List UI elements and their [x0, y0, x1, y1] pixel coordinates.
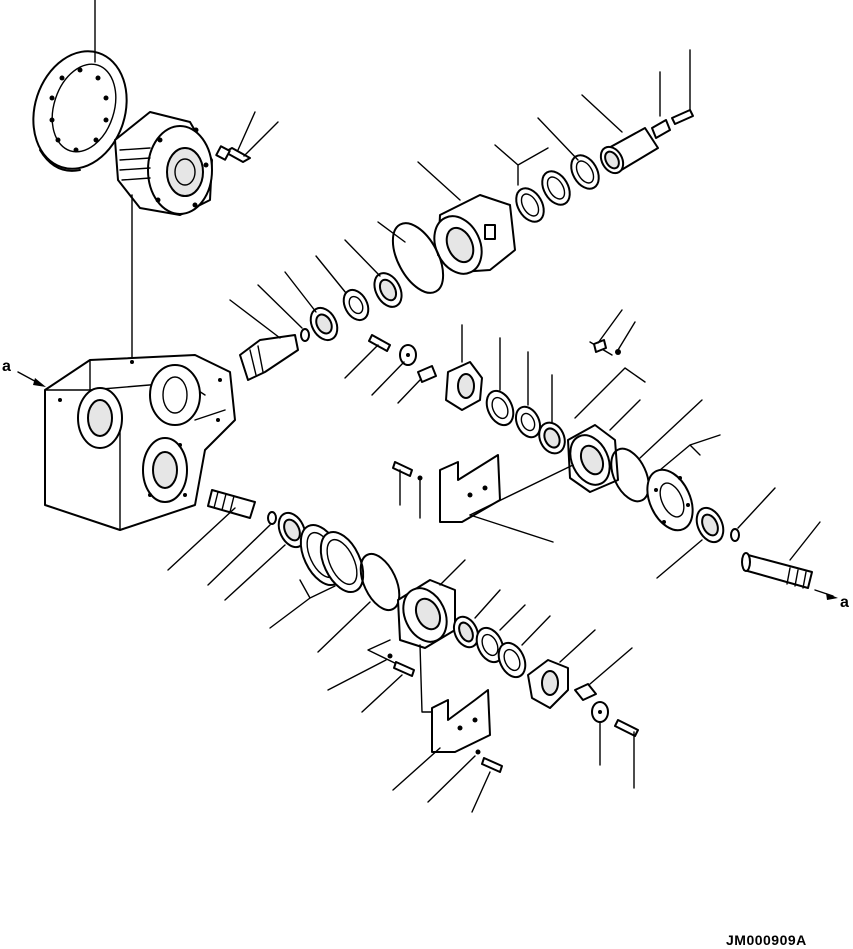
bearing-carrier-right	[567, 341, 646, 493]
bearing-outer-right	[656, 506, 725, 579]
flange-nut	[574, 647, 633, 701]
axle-shaft-right	[741, 521, 838, 600]
carrier-housing	[44, 354, 236, 531]
reference-arrow-left	[17, 371, 46, 387]
bearing-inner-left	[452, 589, 501, 649]
snap-ring-left	[207, 511, 277, 586]
pinion-sleeve	[581, 94, 659, 175]
coupling-flange-left	[527, 629, 596, 709]
shim-set-upper	[494, 117, 600, 223]
bearing-left	[224, 511, 307, 601]
reference-mark-left: a	[2, 358, 11, 375]
spacer-upper	[315, 255, 370, 322]
bracket-left-bolt	[427, 749, 503, 813]
oil-seal	[485, 337, 515, 427]
bracket-bolt	[392, 461, 423, 519]
o-ring-right	[610, 399, 703, 503]
bearing-upper	[284, 271, 339, 342]
retainer-ring	[514, 351, 542, 439]
ring-gear	[32, 50, 128, 172]
differential-case	[114, 111, 213, 216]
washer	[371, 344, 417, 396]
o-ring-upper	[377, 221, 445, 294]
flange-washer	[591, 701, 609, 766]
case-bolt	[215, 111, 279, 163]
bevel-pinion	[229, 299, 299, 381]
bearing-cone-upper	[344, 239, 403, 308]
axle-shaft-left	[167, 489, 256, 571]
yoke-flange	[445, 324, 483, 411]
pinion-cage	[417, 161, 516, 275]
snap-ring-pinion	[257, 284, 310, 342]
snap-ring-right	[730, 487, 776, 542]
stud-bolt	[344, 334, 391, 379]
pinion-bolts-right	[593, 309, 636, 355]
pinion-cage-washer	[651, 71, 671, 139]
o-ring-left	[317, 552, 401, 653]
bearing-carrier-left	[367, 559, 466, 713]
drawing-code: JM000909A	[726, 932, 807, 948]
lock-plate	[397, 365, 437, 404]
shim-set-right	[646, 434, 721, 532]
shim-set-left	[269, 524, 365, 629]
oil-seal-left	[475, 604, 526, 664]
pinion-cage-bolt	[671, 49, 694, 125]
bracket-right	[439, 454, 574, 543]
flange-bolt	[614, 719, 639, 789]
reference-mark-right: a	[840, 594, 849, 611]
left-carrier-bolts	[327, 653, 415, 713]
bracket-left	[392, 689, 491, 791]
retainer-left	[497, 615, 551, 679]
bearing-right	[538, 374, 566, 455]
